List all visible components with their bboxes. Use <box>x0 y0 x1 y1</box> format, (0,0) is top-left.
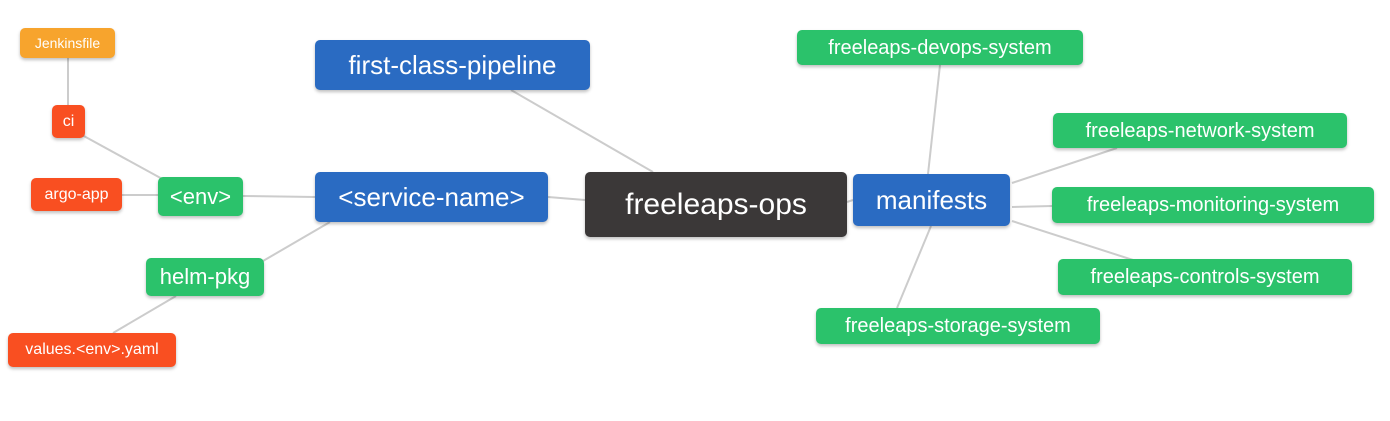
edge-freeleaps-ops-to-manifests <box>846 199 854 203</box>
edge-values-env-yaml-to-helm-pkg <box>112 295 177 334</box>
node-manifests[interactable]: manifests <box>853 174 1010 226</box>
node-helm-pkg[interactable]: helm-pkg <box>146 258 264 296</box>
node-freeleaps-devops-system[interactable]: freeleaps-devops-system <box>797 30 1083 65</box>
edge-manifests-to-freeleaps-monitoring-system <box>1011 205 1053 208</box>
edge-manifests-to-freeleaps-devops-system <box>927 64 941 175</box>
edge-ci-to-env <box>81 134 167 182</box>
node-env[interactable]: <env> <box>158 177 243 216</box>
node-ci[interactable]: ci <box>52 105 85 138</box>
node-first-class-pipeline[interactable]: first-class-pipeline <box>315 40 590 90</box>
edge-manifests-to-freeleaps-network-system <box>1011 147 1118 184</box>
edge-service-name-to-freeleaps-ops <box>547 196 586 201</box>
node-freeleaps-ops[interactable]: freeleaps-ops <box>585 172 847 237</box>
node-freeleaps-controls-system[interactable]: freeleaps-controls-system <box>1058 259 1352 295</box>
edge-env-to-service-name <box>242 195 316 198</box>
node-service-name[interactable]: <service-name> <box>315 172 548 222</box>
node-freeleaps-storage-system[interactable]: freeleaps-storage-system <box>816 308 1100 344</box>
edge-first-class-pipeline-to-freeleaps-ops <box>510 89 654 173</box>
node-freeleaps-network-system[interactable]: freeleaps-network-system <box>1053 113 1347 148</box>
node-values-env-yaml[interactable]: values.<env>.yaml <box>8 333 176 367</box>
edge-manifests-to-freeleaps-controls-system <box>1011 220 1134 261</box>
edge-helm-pkg-to-service-name <box>262 221 331 262</box>
node-freeleaps-monitoring-system[interactable]: freeleaps-monitoring-system <box>1052 187 1374 223</box>
node-argo-app[interactable]: argo-app <box>31 178 122 211</box>
edge-manifests-to-freeleaps-storage-system <box>896 225 932 309</box>
node-jenkinsfile[interactable]: Jenkinsfile <box>20 28 115 58</box>
